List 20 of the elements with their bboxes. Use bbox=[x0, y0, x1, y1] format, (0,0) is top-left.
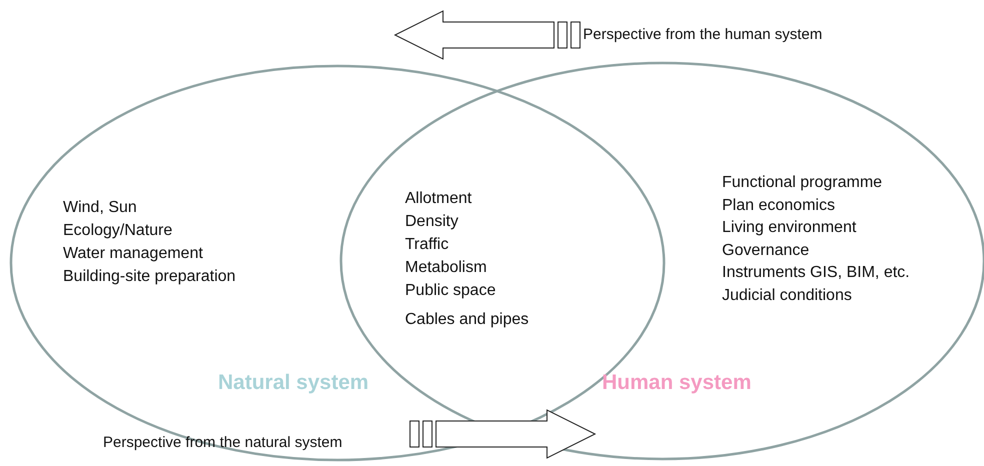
region-title: Natural system bbox=[218, 373, 369, 392]
list-item: Allotment bbox=[405, 189, 472, 208]
list-item: Instruments GIS, BIM, etc. bbox=[722, 263, 910, 282]
list-item: Plan economics bbox=[722, 196, 835, 214]
list-item: Traffic bbox=[405, 235, 449, 254]
list-item: Governance bbox=[722, 240, 810, 260]
list-item: Cables and pipes bbox=[405, 310, 529, 329]
region-title: Human system bbox=[602, 373, 752, 392]
list-item: Density bbox=[405, 212, 458, 231]
list-item: Building-site preparation bbox=[63, 267, 236, 286]
list-item: Wind, Sun bbox=[63, 198, 137, 217]
list-item: Metabolism bbox=[405, 258, 487, 277]
arrow-caption: Perspective from the natural system bbox=[103, 433, 342, 452]
list-item: Functional programme bbox=[722, 173, 882, 192]
list-item: Ecology/Nature bbox=[63, 221, 172, 240]
arrow-caption: Perspective from the human system bbox=[583, 25, 822, 44]
list-item: Living environment bbox=[722, 218, 856, 237]
list-item: Water management bbox=[63, 244, 203, 263]
list-item: Judicial conditions bbox=[722, 286, 852, 304]
list-item: Public space bbox=[405, 281, 496, 300]
